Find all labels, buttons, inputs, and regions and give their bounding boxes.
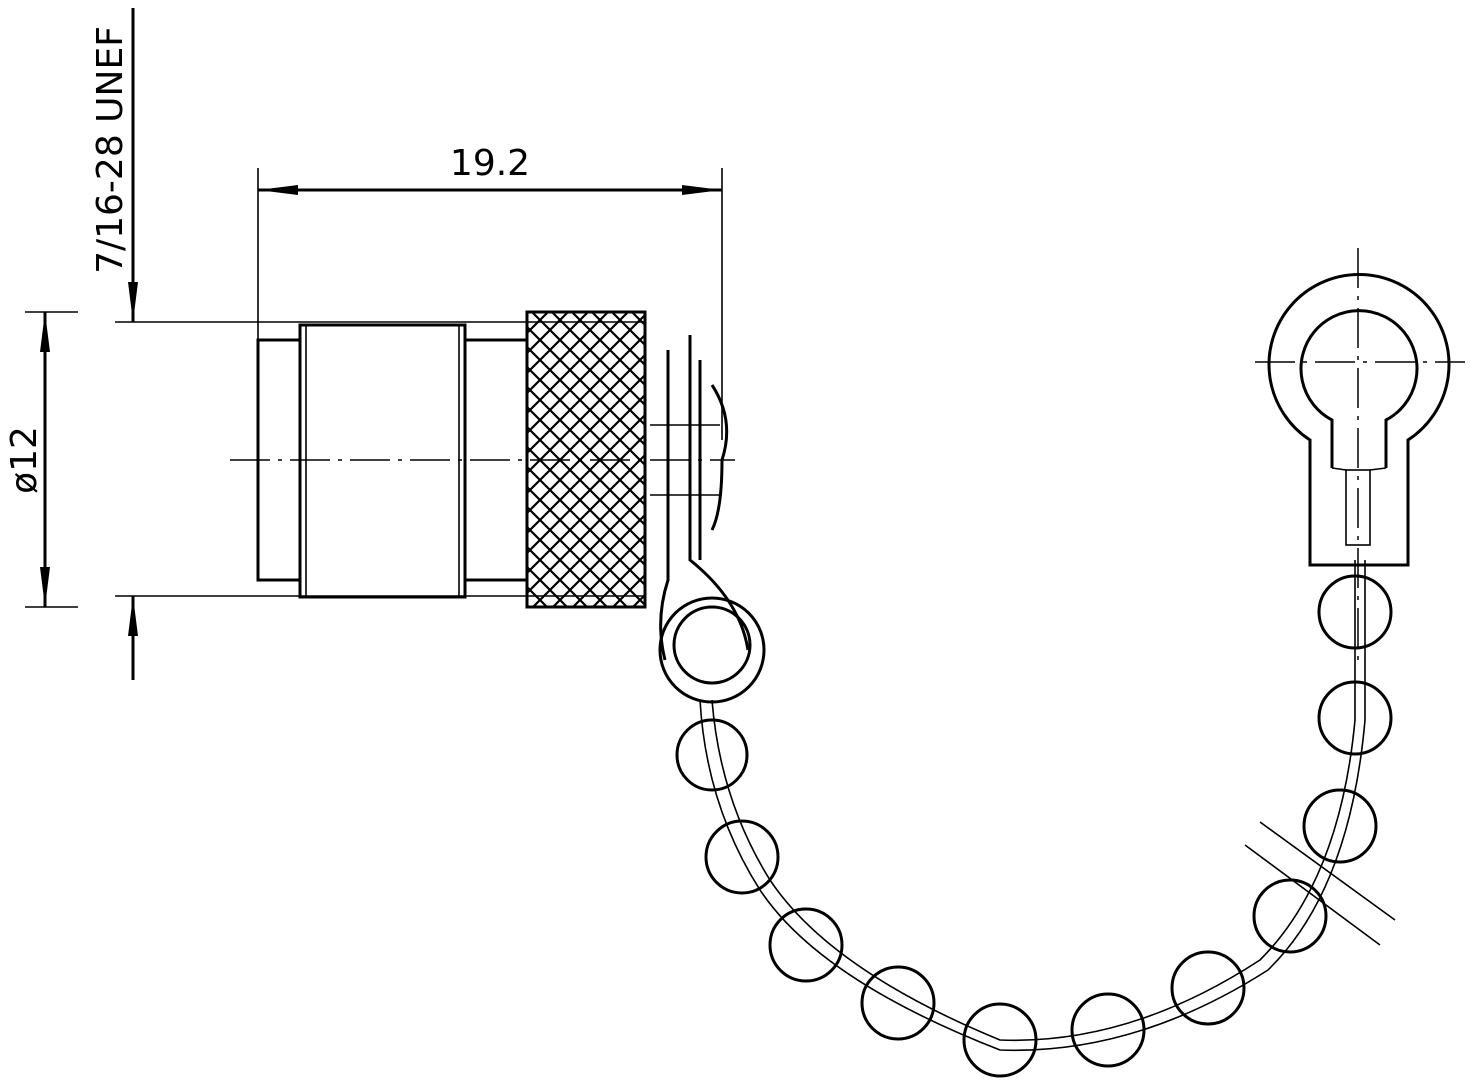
cap-body	[230, 310, 735, 609]
chain-clip	[650, 335, 766, 704]
end-ring	[1255, 248, 1465, 660]
diameter-dimension: ø12	[4, 311, 78, 608]
thread-label: 7/16-28 UNEF	[90, 26, 131, 274]
ball-chain	[675, 560, 1396, 1078]
thread-dimension: 7/16-28 UNEF	[90, 8, 645, 680]
length-dimension: 19.2	[257, 143, 723, 440]
diameter-label: ø12	[4, 426, 45, 494]
length-label: 19.2	[450, 143, 530, 184]
